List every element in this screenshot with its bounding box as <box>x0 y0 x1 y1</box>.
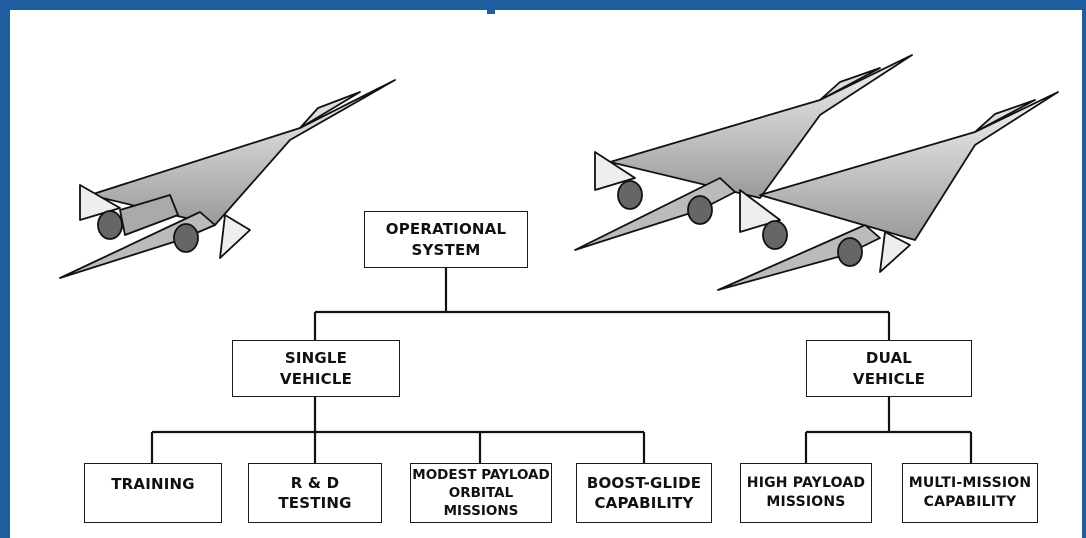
multi-mission-box: MULTI-MISSION CAPABILITY <box>902 463 1038 523</box>
dual-vehicle-upper-aircraft-illustration <box>574 54 913 251</box>
dual-vehicle-box: DUAL VEHICLE <box>806 340 972 397</box>
training-label: TRAINING <box>111 475 195 493</box>
training-box: TRAINING <box>84 463 222 523</box>
frame-divider <box>487 0 495 14</box>
dual-vehicle-lower-aircraft-illustration <box>717 91 1059 291</box>
operational-system-box: OPERATIONAL SYSTEM <box>364 211 528 268</box>
tree-connectors <box>150 268 973 463</box>
single-vehicle-label: SINGLE VEHICLE <box>279 349 353 388</box>
rd-testing-box: R & D TESTING <box>248 463 382 523</box>
single-vehicle-box: SINGLE VEHICLE <box>232 340 400 397</box>
boost-glide-label: BOOST-GLIDE CAPABILITY <box>586 473 702 512</box>
boost-glide-box: BOOST-GLIDE CAPABILITY <box>576 463 712 523</box>
single-vehicle-aircraft-illustration <box>59 79 396 279</box>
high-payload-box: HIGH PAYLOAD MISSIONS <box>740 463 872 523</box>
dual-vehicle-label: DUAL VEHICLE <box>852 349 926 388</box>
operational-system-label: OPERATIONAL SYSTEM <box>385 220 507 259</box>
modest-payload-box: MODEST PAYLOAD ORBITAL MISSIONS <box>410 463 552 523</box>
multi-mission-label: MULTI-MISSION CAPABILITY <box>908 475 1032 510</box>
modest-payload-label: MODEST PAYLOAD ORBITAL MISSIONS <box>412 466 550 520</box>
rd-testing-label: R & D TESTING <box>278 473 352 512</box>
high-payload-label: HIGH PAYLOAD MISSIONS <box>746 475 866 510</box>
